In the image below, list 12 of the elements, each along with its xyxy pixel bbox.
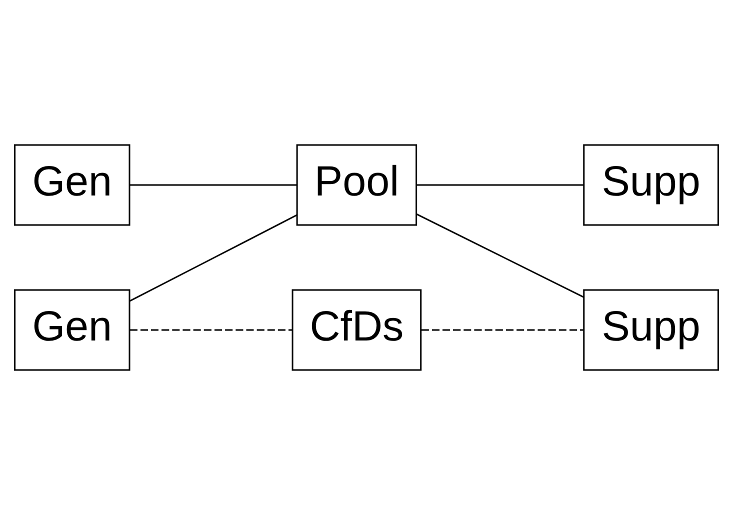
connector	[421, 328, 584, 330]
node-box: Supp	[583, 288, 719, 370]
node-box: Gen	[14, 288, 130, 370]
connector	[130, 214, 298, 302]
node-box: Gen	[14, 144, 130, 226]
connector	[416, 212, 584, 298]
connector	[130, 184, 298, 186]
connector	[416, 184, 584, 186]
node-box: Pool	[296, 144, 418, 226]
node-box: Supp	[583, 144, 719, 226]
node-box: CfDs	[292, 288, 422, 370]
connector	[130, 328, 292, 330]
